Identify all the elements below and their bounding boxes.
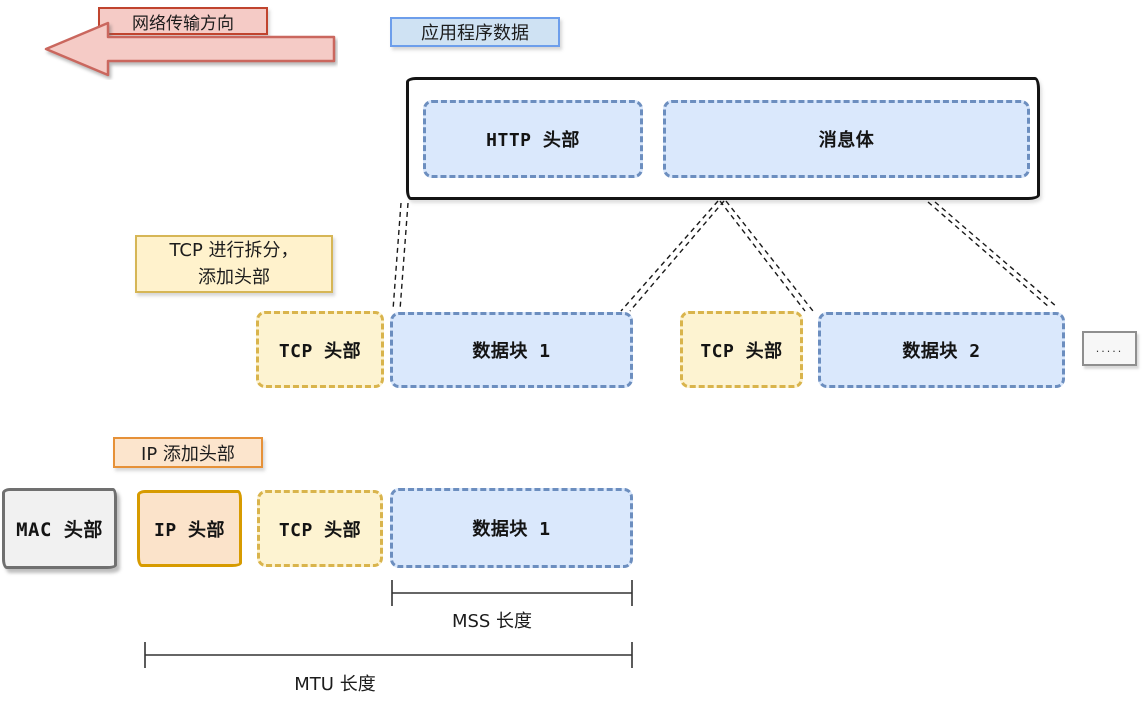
data-block-2-box: 数据块 2	[818, 312, 1065, 388]
http-header-box: HTTP 头部	[423, 100, 643, 178]
ellipsis-box: .....	[1082, 331, 1137, 366]
left-arrow-icon	[44, 21, 336, 77]
mss-bracket	[391, 580, 633, 606]
data-block-1-box: 数据块 1	[390, 312, 633, 388]
mss-length-label: MSS 长度	[451, 611, 533, 632]
tcp-header-box-3: TCP 头部	[257, 490, 383, 567]
tcp-header-box-2: TCP 头部	[680, 311, 803, 388]
mtu-length-label: MTU 长度	[294, 674, 376, 695]
frame-data-block-box: 数据块 1	[390, 488, 633, 568]
network-direction-label: 网络传输方向	[98, 7, 268, 35]
message-body-box: 消息体	[663, 100, 1030, 178]
app-data-label: 应用程序数据	[390, 17, 560, 47]
mtu-bracket	[144, 642, 633, 668]
tcp-split-step-label-line2: 添加头部	[198, 267, 270, 288]
mac-header-box: MAC 头部	[2, 488, 117, 569]
tcp-split-step-label: TCP 进行拆分， 添加头部	[135, 235, 333, 293]
ip-step-label: IP 添加头部	[113, 437, 263, 468]
tcp-header-box-1: TCP 头部	[256, 311, 384, 388]
ip-header-box: IP 头部	[137, 490, 242, 567]
tcp-split-step-label-line1: TCP 进行拆分，	[169, 240, 299, 261]
